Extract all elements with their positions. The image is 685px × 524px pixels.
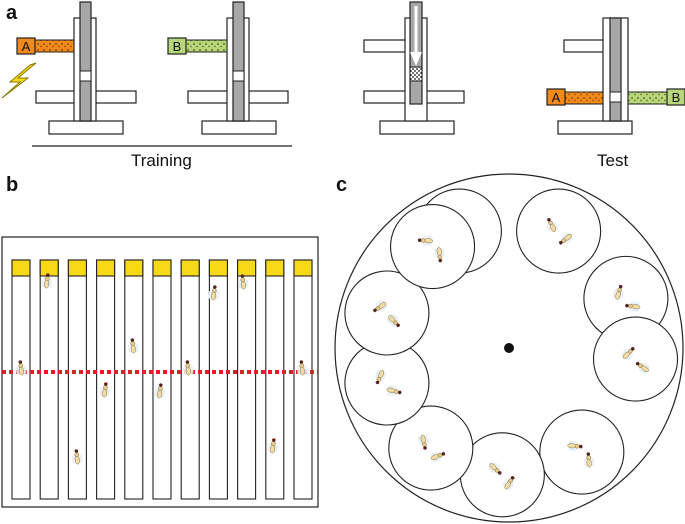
training-apparatus-1 bbox=[1, 1, 137, 135]
panel-label-c: c bbox=[336, 174, 348, 196]
odour-b-letter-test: B bbox=[672, 90, 681, 105]
food-strip bbox=[152, 259, 172, 277]
food-strip bbox=[180, 259, 200, 277]
tube-8 bbox=[208, 259, 228, 500]
food-strip bbox=[293, 259, 313, 277]
tube-2 bbox=[39, 259, 59, 500]
panel-label-a: a bbox=[6, 2, 18, 24]
food-strip bbox=[39, 259, 59, 277]
food-strip bbox=[67, 259, 87, 277]
panel-label-b: b bbox=[6, 174, 19, 196]
odour-a-letter-training: A bbox=[22, 39, 31, 54]
chamber-5 bbox=[539, 409, 625, 495]
tube-6 bbox=[152, 259, 172, 500]
tube-9 bbox=[237, 259, 257, 500]
odour-b-letter-training: B bbox=[173, 39, 182, 54]
food-strip bbox=[96, 259, 116, 277]
arena-center-dot bbox=[504, 343, 514, 353]
transfer-apparatus bbox=[363, 1, 465, 135]
chamber-2 bbox=[516, 188, 602, 274]
tube-array bbox=[11, 259, 313, 500]
odour-a-letter-test: A bbox=[552, 90, 561, 105]
tube-7 bbox=[180, 259, 200, 500]
tube-5 bbox=[124, 259, 144, 500]
chamber-10 bbox=[390, 204, 476, 290]
tube-10 bbox=[265, 259, 285, 500]
tube-3 bbox=[67, 259, 87, 500]
food-strip bbox=[124, 259, 144, 277]
tube-4 bbox=[96, 259, 116, 500]
tube-1 bbox=[11, 259, 31, 500]
tube-11 bbox=[293, 259, 313, 500]
food-strip bbox=[208, 259, 228, 277]
chamber-7 bbox=[388, 405, 474, 491]
test-apparatus bbox=[546, 17, 685, 135]
arena-chambers bbox=[344, 188, 679, 518]
training-apparatus-2 bbox=[167, 1, 289, 135]
food-strip bbox=[265, 259, 285, 277]
food-strip bbox=[237, 259, 257, 277]
chamber-9 bbox=[344, 270, 430, 356]
test-caption: Test bbox=[597, 151, 629, 170]
food-strip bbox=[11, 259, 31, 277]
training-caption: Training bbox=[131, 151, 192, 170]
chamber-4 bbox=[592, 316, 679, 402]
